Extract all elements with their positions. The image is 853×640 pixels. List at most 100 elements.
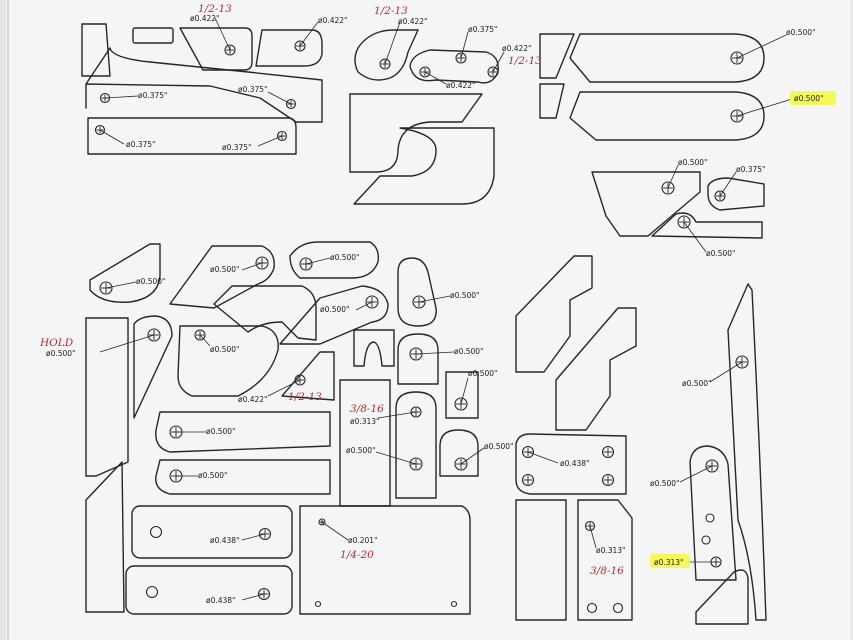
hole <box>255 256 269 270</box>
part-oval-hook <box>289 241 380 279</box>
part-wedge-mid <box>281 351 335 401</box>
dim-label: ø0.375" <box>222 143 252 152</box>
part-s-plate-b <box>353 127 495 205</box>
hole <box>521 445 535 459</box>
paper-sheet <box>6 0 851 640</box>
dim-label: ø0.422" <box>398 17 428 26</box>
part-long-wedge <box>85 47 323 123</box>
highlight-b <box>650 554 690 568</box>
hole <box>455 52 467 64</box>
dim-label: ø0.422" <box>446 81 476 90</box>
hole <box>521 473 535 487</box>
hole <box>258 527 272 541</box>
part-strip-left <box>85 317 129 477</box>
dim-label: ø0.500" <box>210 345 240 354</box>
hole <box>314 600 322 608</box>
hole <box>257 587 271 601</box>
hole <box>601 473 615 487</box>
part-bracket-slot <box>591 171 701 237</box>
part-bar-a <box>155 411 331 453</box>
dim-label: ø0.500" <box>320 305 350 314</box>
highlight-a <box>790 91 836 105</box>
hole <box>450 600 458 608</box>
dim-label: ø0.422" <box>502 44 532 53</box>
hole <box>735 355 749 369</box>
hole <box>487 66 499 78</box>
hole <box>318 518 326 526</box>
hole <box>294 40 306 52</box>
dim-label: ø0.500" <box>206 427 236 436</box>
dim-label: ø0.500" <box>682 379 712 388</box>
part-plate-a <box>131 505 293 559</box>
dim-label: ø0.500" <box>706 249 736 258</box>
note-thread: 1/2-13 <box>198 3 232 15</box>
hole <box>147 328 161 342</box>
part-column-b <box>577 499 633 621</box>
dim-label: ø0.500" <box>450 291 480 300</box>
part-leaf <box>279 285 389 345</box>
part-top-tab-a <box>179 27 253 71</box>
part-s-plate <box>349 93 483 173</box>
hole <box>145 585 159 599</box>
part-bent-arm <box>213 285 317 341</box>
dim-label: ø0.375" <box>736 165 766 174</box>
dim-label: ø0.500" <box>786 28 816 37</box>
hole <box>705 459 719 473</box>
dim-label: ø0.375" <box>138 91 168 100</box>
dim-label: ø0.422" <box>190 14 220 23</box>
dim-label: ø0.422" <box>318 16 348 25</box>
part-zig-a <box>515 255 593 373</box>
part-arc-slot <box>177 325 279 397</box>
part-zig-b <box>555 307 637 431</box>
dim-label: ø0.500" <box>454 347 484 356</box>
part-bracket-right <box>689 445 737 581</box>
part-wedge-bottom <box>539 83 565 119</box>
hole <box>586 602 598 614</box>
part-u-block <box>353 329 395 367</box>
hole <box>701 535 711 545</box>
leaders <box>99 17 793 601</box>
part-left-block <box>81 23 111 77</box>
part-long-spike <box>727 283 767 621</box>
hole <box>601 445 615 459</box>
part-strip-diag <box>85 461 125 613</box>
part-tall-arch <box>395 391 437 499</box>
part-plate-b <box>125 565 293 615</box>
dim-label: ø0.500" <box>46 349 76 358</box>
hole <box>276 130 288 142</box>
dim-label: ø0.201" <box>348 536 378 545</box>
dim-label: ø0.313" <box>654 558 684 567</box>
part-small-bar <box>132 27 174 44</box>
hole <box>379 58 391 70</box>
hole <box>730 51 744 65</box>
part-curved-link <box>133 315 173 419</box>
part-hook-bar <box>707 177 765 211</box>
hole <box>419 66 431 78</box>
dim-label: ø0.313" <box>596 546 626 555</box>
part-bar-right <box>515 433 627 495</box>
dim-label: ø0.500" <box>330 253 360 262</box>
hole <box>99 281 113 295</box>
note-thread: 1/2-13 <box>374 5 408 17</box>
note-thread: 1/4-20 <box>340 549 374 561</box>
hole <box>294 374 306 386</box>
dim-label: ø0.500" <box>210 265 240 274</box>
dim-label: ø0.375" <box>468 25 498 34</box>
dim-label: ø0.500" <box>650 479 680 488</box>
hole <box>730 109 744 123</box>
part-bar-b <box>155 459 331 495</box>
dim-label: ø0.500" <box>136 277 166 286</box>
dim-label: ø0.422" <box>238 395 268 404</box>
hole <box>412 295 426 309</box>
hole <box>365 295 379 309</box>
part-fin-a <box>89 243 161 303</box>
hole <box>661 181 675 195</box>
hole <box>409 457 423 471</box>
part-half-moon <box>354 29 419 81</box>
hole <box>677 215 691 229</box>
dim-label: ø0.438" <box>560 459 590 468</box>
part-tab-mid <box>445 371 479 419</box>
handwritten-notes: 1/2-13 1/2-13 1/2-13 HOLD 1/2-13 3/8-16 … <box>39 3 624 577</box>
dimension-labels: ø0.422" ø0.422" ø0.422" ø0.375" ø0.422" … <box>46 14 824 605</box>
